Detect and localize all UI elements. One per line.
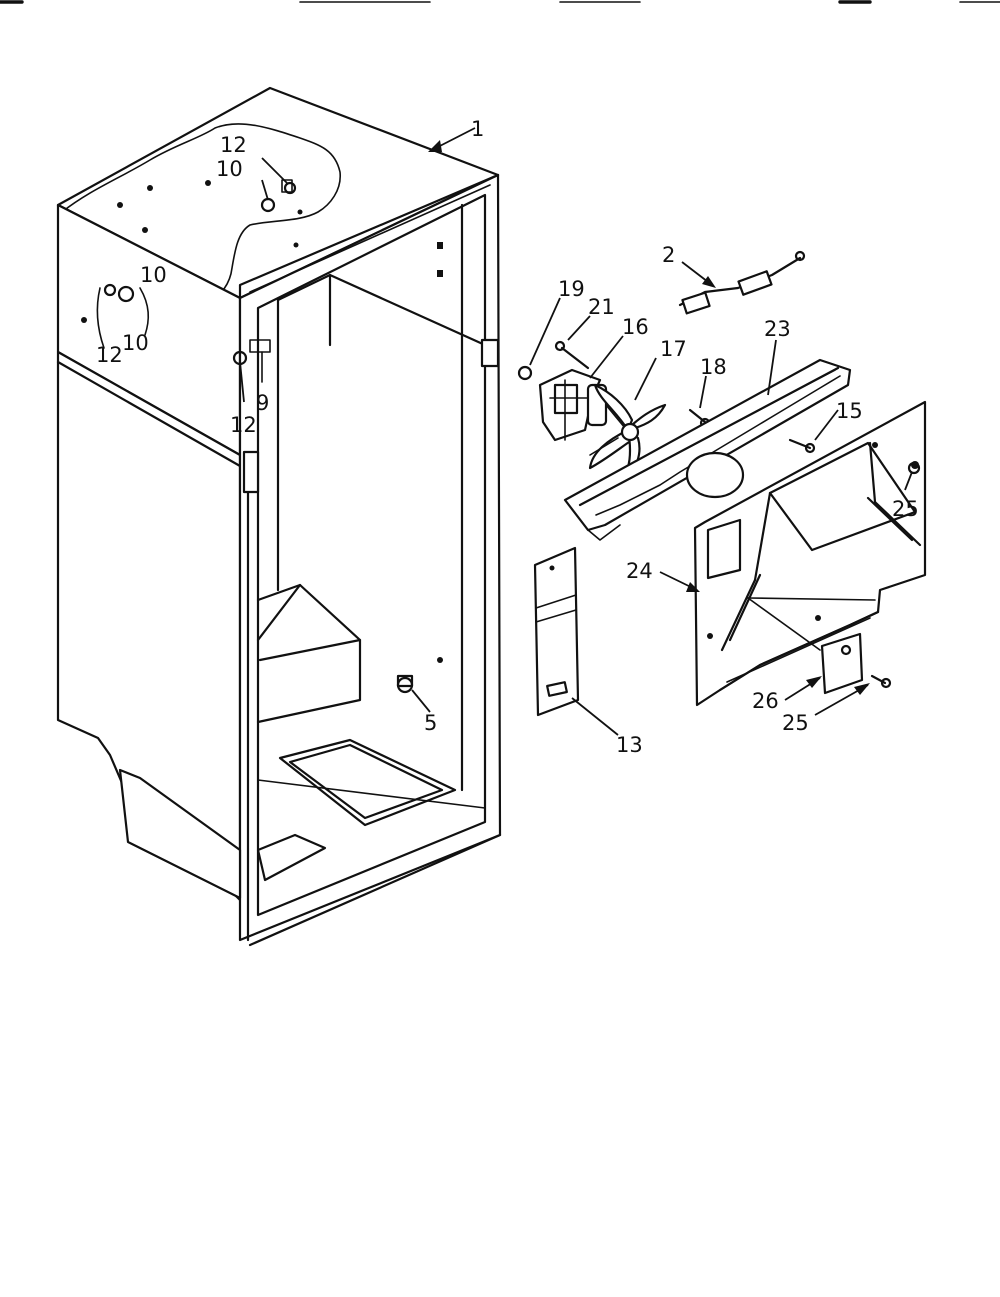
leader-lines xyxy=(239,127,913,736)
label-16: 16 xyxy=(622,315,649,339)
label-10-left-lower: 10 xyxy=(122,331,149,355)
label-18: 18 xyxy=(700,355,727,379)
label-25-upper: 25 xyxy=(892,497,919,521)
label-15: 15 xyxy=(836,399,863,423)
part-25-screws xyxy=(870,461,921,689)
cabinet-liner xyxy=(56,86,502,947)
label-17: 17 xyxy=(660,337,687,361)
label-12-mid: 12 xyxy=(230,413,257,437)
label-19: 19 xyxy=(558,277,585,301)
label-21: 21 xyxy=(588,295,615,319)
label-26: 26 xyxy=(752,689,779,713)
label-2: 2 xyxy=(662,243,675,267)
label-23: 23 xyxy=(764,317,791,341)
label-12-top: 12 xyxy=(220,133,247,157)
part-15-screw xyxy=(788,438,816,454)
label-9: 9 xyxy=(256,391,269,415)
part-2-harness xyxy=(678,250,806,315)
label-10-left-upper: 10 xyxy=(140,263,167,287)
label-1: 1 xyxy=(471,117,484,141)
label-13: 13 xyxy=(616,733,643,757)
part-5-screw xyxy=(396,657,443,694)
part-24-rear-panel xyxy=(693,400,927,707)
label-25-lower: 25 xyxy=(782,711,809,735)
label-12-left: 12 xyxy=(96,343,123,367)
label-10-top: 10 xyxy=(216,157,243,181)
part-23-evaporator-cover xyxy=(563,358,852,541)
fan-motor-assembly xyxy=(517,340,667,482)
part-number-labels: 1 2 5 9 10 10 10 12 12 12 13 15 16 17 18… xyxy=(96,117,919,757)
label-5: 5 xyxy=(424,711,437,735)
part-26-plate xyxy=(820,632,864,695)
label-24: 24 xyxy=(626,559,653,583)
part-13-cover-plate xyxy=(533,546,580,717)
